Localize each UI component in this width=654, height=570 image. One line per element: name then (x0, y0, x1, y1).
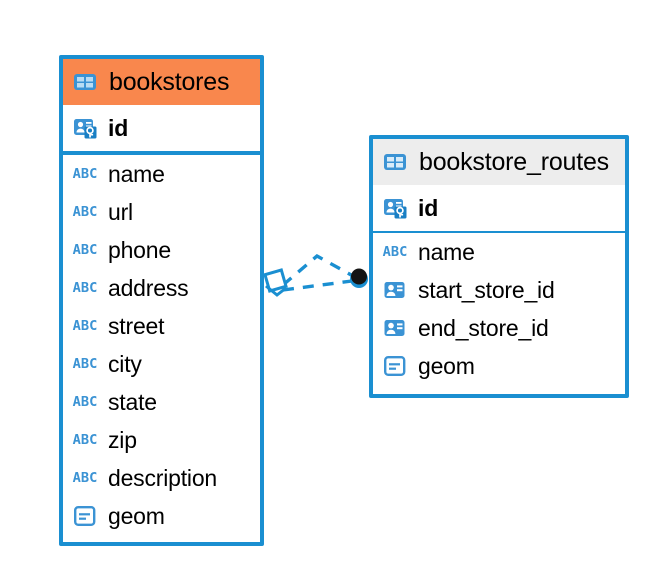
relationship-line-start-store-id[interactable] (281, 253, 354, 287)
field-row-address[interactable]: ABC address (63, 269, 260, 307)
table-icon (72, 71, 98, 93)
foreign-key-icon (382, 279, 408, 301)
relationship-circle-marker[interactable] (350, 268, 368, 289)
entity-bookstores-title: bookstores (109, 67, 230, 96)
field-label-name: name (108, 160, 165, 187)
relationship-diamond-marker[interactable] (263, 268, 288, 297)
entity-bookstore-routes[interactable]: bookstore_routes id (369, 135, 629, 398)
field-label-end-store-id: end_store_id (418, 314, 549, 341)
primary-key-icon (382, 196, 408, 220)
field-row-end-store-id[interactable]: end_store_id (373, 309, 625, 347)
field-label-id: id (418, 194, 439, 221)
field-row-url[interactable]: ABC url (63, 193, 260, 231)
entity-bookstore-routes-title: bookstore_routes (419, 147, 609, 176)
field-row-description[interactable]: ABC description (63, 459, 260, 497)
abc-text-icon: ABC (72, 204, 98, 220)
field-label-city: city (108, 350, 142, 377)
field-label-phone: phone (108, 236, 171, 263)
abc-text-icon: ABC (72, 318, 98, 334)
abc-text-icon: ABC (72, 166, 98, 182)
abc-text-icon: ABC (72, 394, 98, 410)
field-row-id[interactable]: id (373, 185, 625, 231)
field-label-street: street (108, 312, 165, 339)
abc-text-icon: ABC (72, 242, 98, 258)
geometry-icon (72, 505, 98, 527)
field-label-name: name (418, 238, 475, 265)
primary-key-icon (72, 116, 98, 140)
field-row-city[interactable]: ABC city (63, 345, 260, 383)
entity-bookstores[interactable]: bookstores id ABC (59, 55, 264, 546)
abc-text-icon: ABC (72, 470, 98, 486)
field-row-phone[interactable]: ABC phone (63, 231, 260, 269)
abc-text-icon: ABC (382, 244, 408, 260)
field-label-id: id (108, 114, 129, 141)
relationship-line-end-store-id[interactable] (282, 279, 353, 292)
entity-bookstore-routes-header[interactable]: bookstore_routes (373, 139, 625, 185)
primary-key-divider (373, 231, 625, 233)
field-row-name[interactable]: ABC name (373, 233, 625, 271)
foreign-key-icon (382, 317, 408, 339)
field-label-description: description (108, 464, 218, 491)
field-label-url: url (108, 198, 133, 225)
geometry-icon (382, 355, 408, 377)
field-label-zip: zip (108, 426, 137, 453)
abc-text-icon: ABC (72, 356, 98, 372)
field-row-geom[interactable]: geom (373, 347, 625, 385)
field-row-geom[interactable]: geom (63, 497, 260, 535)
field-label-geom: geom (418, 352, 475, 379)
abc-text-icon: ABC (72, 432, 98, 448)
entity-bookstores-header[interactable]: bookstores (63, 59, 260, 105)
entity-bookstores-field-list: ABC name ABC url ABC phone ABC address A… (63, 155, 260, 535)
field-row-state[interactable]: ABC state (63, 383, 260, 421)
field-row-zip[interactable]: ABC zip (63, 421, 260, 459)
primary-key-divider (63, 151, 260, 155)
field-label-state: state (108, 388, 157, 415)
field-label-start-store-id: start_store_id (418, 276, 555, 303)
field-label-address: address (108, 274, 189, 301)
entity-bookstore-routes-field-list: ABC name start_store_id (373, 233, 625, 385)
table-icon (382, 151, 408, 173)
field-row-start-store-id[interactable]: start_store_id (373, 271, 625, 309)
field-row-street[interactable]: ABC street (63, 307, 260, 345)
field-row-name[interactable]: ABC name (63, 155, 260, 193)
abc-text-icon: ABC (72, 280, 98, 296)
field-label-geom: geom (108, 502, 165, 529)
field-row-id[interactable]: id (63, 105, 260, 151)
